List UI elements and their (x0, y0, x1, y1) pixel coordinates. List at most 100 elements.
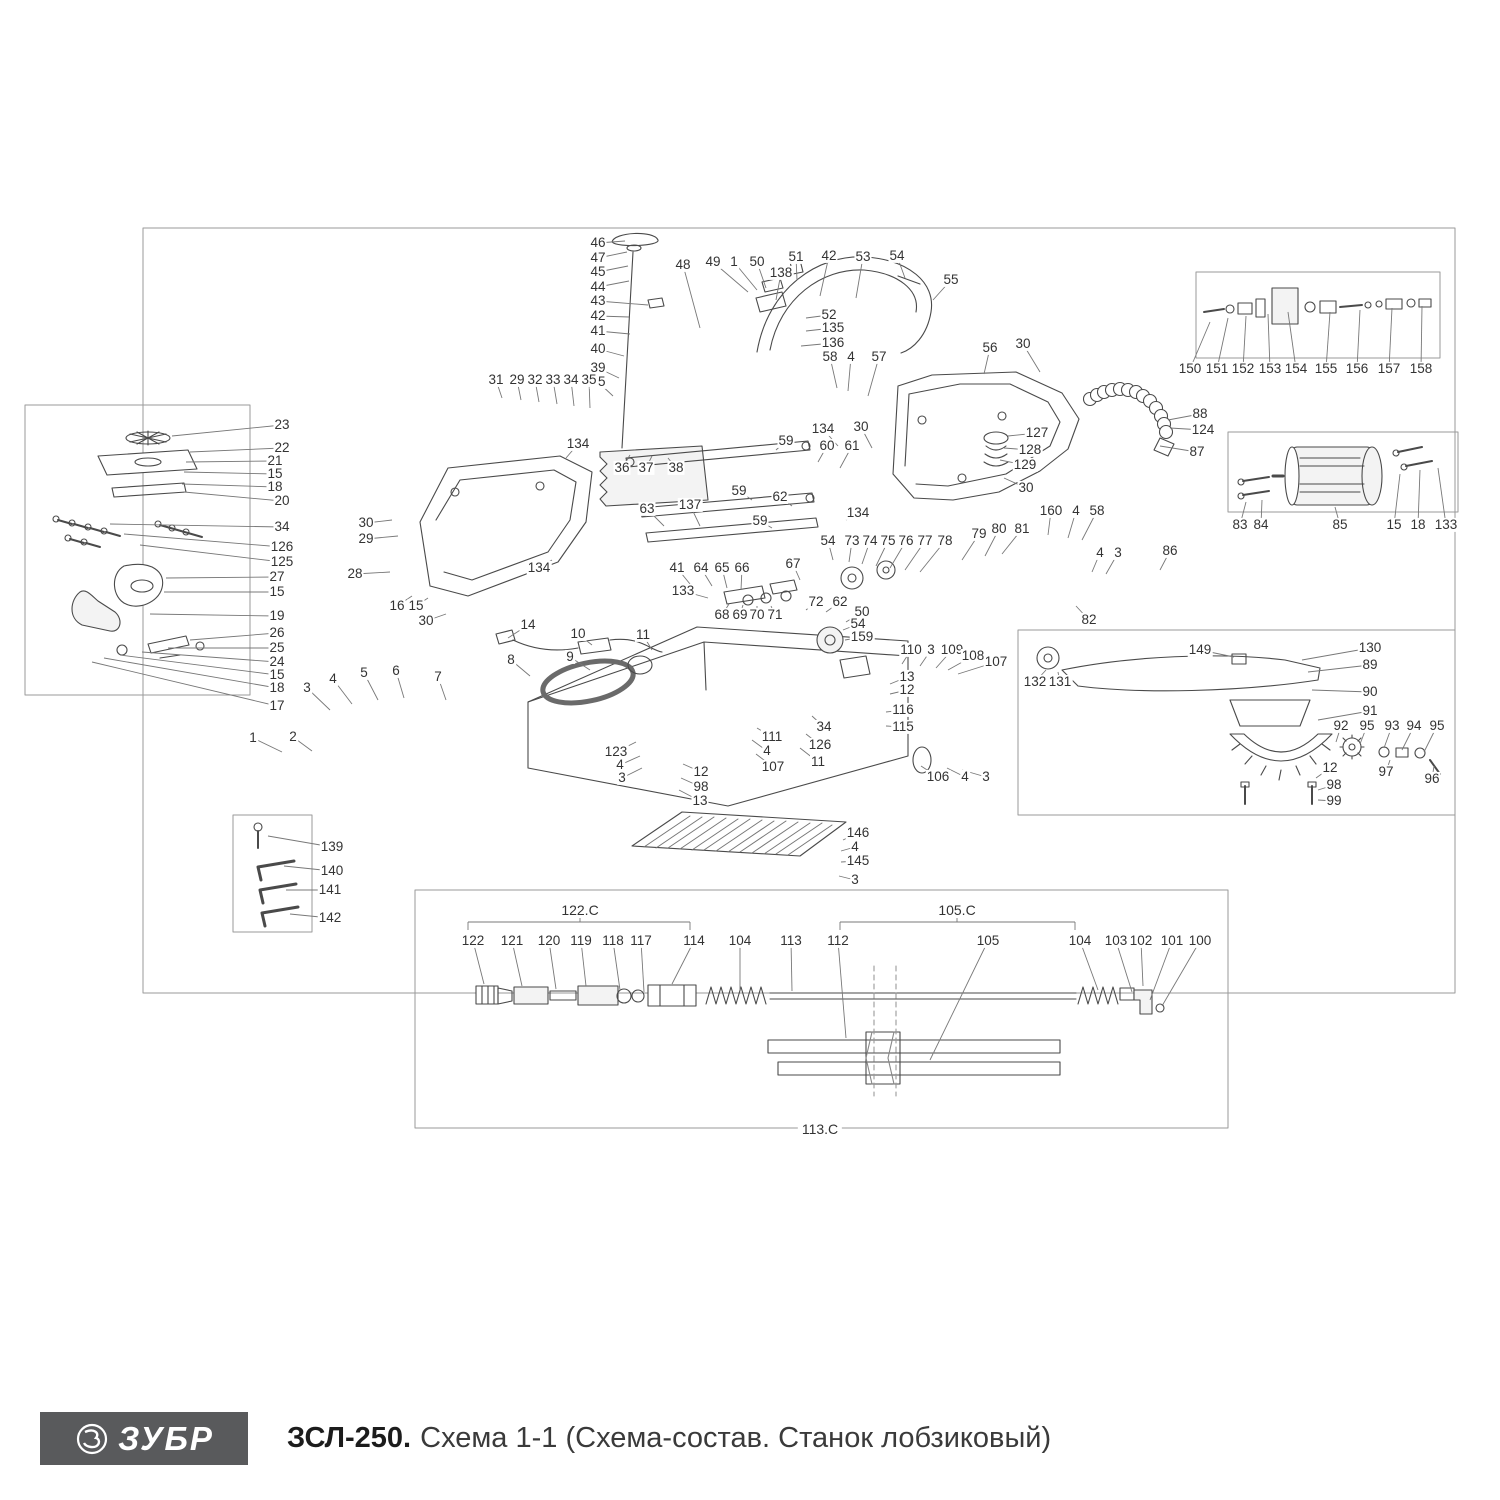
leader-line (721, 603, 730, 616)
leader-line (597, 280, 630, 288)
leader-line (682, 763, 702, 773)
leader-line (676, 567, 691, 585)
leader-line (621, 767, 643, 779)
leader-line (1169, 427, 1204, 431)
leader-line (597, 251, 628, 259)
leader-line (847, 356, 852, 392)
leader-line (919, 540, 946, 573)
bottomright-inset-parts (1036, 646, 1441, 805)
leader-line (1359, 725, 1368, 745)
scheme-title: Схема 1-1 (Схема-состав. Станок лобзиков… (420, 1422, 1052, 1454)
leader-line (1311, 689, 1371, 693)
leader-line (712, 261, 749, 293)
leader-line (103, 657, 278, 689)
leader-line (839, 445, 853, 469)
leader-line (565, 443, 579, 459)
leader-line (875, 540, 889, 567)
leader-line (640, 940, 645, 993)
leader-line (588, 379, 591, 409)
leader-line (755, 753, 774, 768)
brand-name: ЗУБР (118, 1419, 214, 1457)
leader-line (597, 348, 625, 357)
power-cord (495, 629, 663, 655)
leader-line (183, 491, 283, 502)
brand-logo-icon (77, 1423, 108, 1454)
leader-line (1307, 664, 1371, 673)
leader-line (354, 571, 391, 575)
leader-line (365, 535, 399, 540)
leader-line (123, 533, 283, 548)
leader-line (1437, 467, 1447, 526)
leader-line (510, 659, 531, 677)
leader-line (889, 689, 908, 695)
leader-line (511, 940, 523, 987)
leader-line (1315, 767, 1331, 779)
tools-inset (253, 822, 300, 928)
footer: ЗУБР ЗСЛ-250. Схема 1-1 (Схема-состав. С… (0, 1390, 1500, 1500)
leader-line (842, 832, 859, 841)
left-frame-piece (419, 455, 593, 597)
leader-line (682, 264, 701, 329)
right-frame-body (892, 371, 1080, 501)
leader-line (1301, 647, 1371, 661)
leader-line (1385, 759, 1391, 773)
leader-line (947, 655, 974, 671)
leader-line (1423, 725, 1438, 753)
motor-inset (1237, 446, 1433, 506)
leader-line (1267, 313, 1271, 370)
leader-line (689, 504, 701, 527)
leader-line (822, 428, 839, 447)
leader-line (252, 737, 283, 753)
leader-line (597, 265, 629, 273)
leader-line (183, 471, 276, 475)
leader-line (935, 649, 953, 669)
leader-line (957, 661, 997, 675)
leader-line (855, 256, 864, 299)
leader-line (721, 567, 728, 589)
leader-line (1356, 309, 1361, 370)
leader-line (819, 255, 830, 297)
leader-line (840, 860, 859, 863)
leader-line (91, 661, 278, 707)
leader-line (759, 520, 773, 529)
leader-line (885, 709, 904, 713)
model-number: ЗСЛ-250. (287, 1422, 412, 1454)
bottom-shaft-assembly (475, 965, 1165, 1097)
leader-line (1067, 510, 1077, 539)
leader-line (1401, 725, 1415, 751)
leader-line (1325, 311, 1331, 370)
leader-line (165, 576, 278, 579)
leader-line (332, 678, 353, 705)
leader-line (932, 279, 952, 301)
leader-line (838, 875, 856, 881)
leader-line (1317, 784, 1335, 791)
leader-line (1167, 413, 1201, 421)
leader-line (507, 624, 529, 639)
leader-line (1057, 671, 1061, 683)
leader-line (999, 459, 1026, 466)
leader-line (597, 381, 614, 397)
leader-line (139, 544, 283, 563)
leader-line (1105, 552, 1119, 575)
leader-line (1383, 725, 1393, 749)
leader-line (306, 687, 331, 711)
leader-line (1287, 311, 1297, 370)
leader-line (612, 940, 621, 991)
leader-line (800, 342, 834, 347)
leader-line (597, 300, 649, 306)
leader-line (885, 725, 904, 728)
leader-line (615, 741, 637, 753)
leader-line (1079, 940, 1099, 991)
leader-line (119, 654, 278, 676)
leader-line (292, 736, 313, 752)
leader-line (667, 457, 677, 469)
leader-line (790, 940, 793, 992)
leader-line (109, 523, 283, 528)
leader-line (597, 315, 630, 318)
leader-line (805, 327, 834, 332)
leader-line (1431, 765, 1435, 780)
leader-line (1417, 469, 1421, 526)
leader-line (597, 330, 631, 335)
leader-line (645, 455, 653, 469)
